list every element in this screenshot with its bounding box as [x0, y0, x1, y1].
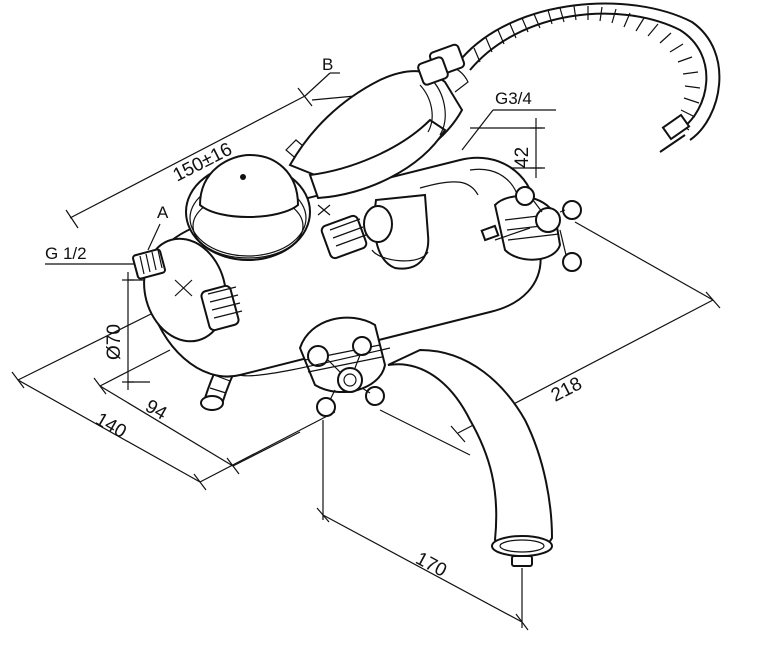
- shower-holder: [185, 43, 469, 270]
- label-g-three-quarter: G3/4: [495, 89, 532, 108]
- dimension-218: 218: [379, 221, 721, 456]
- dimension-218-label: 218: [548, 373, 586, 406]
- front-handle: [298, 316, 387, 417]
- label-a: A: [157, 203, 169, 222]
- outlet-labels: G3/4 42: [461, 89, 556, 178]
- left-inlet: [132, 248, 243, 332]
- inlet-labels: A G 1/2: [45, 203, 169, 265]
- spout: [387, 348, 554, 567]
- hose-connector: [320, 205, 393, 260]
- body-outline-lines: [239, 181, 479, 377]
- label-b: B: [322, 55, 333, 74]
- label-g-half: G 1/2: [45, 244, 87, 263]
- dimension-70-label: Ø70: [104, 324, 125, 360]
- dimension-42-label: 42: [512, 147, 533, 168]
- dimension-94-label: 94: [142, 396, 171, 425]
- dimension-140-label: 140: [92, 409, 130, 443]
- dimension-170-label: 170: [412, 548, 450, 581]
- right-handle: [480, 186, 582, 272]
